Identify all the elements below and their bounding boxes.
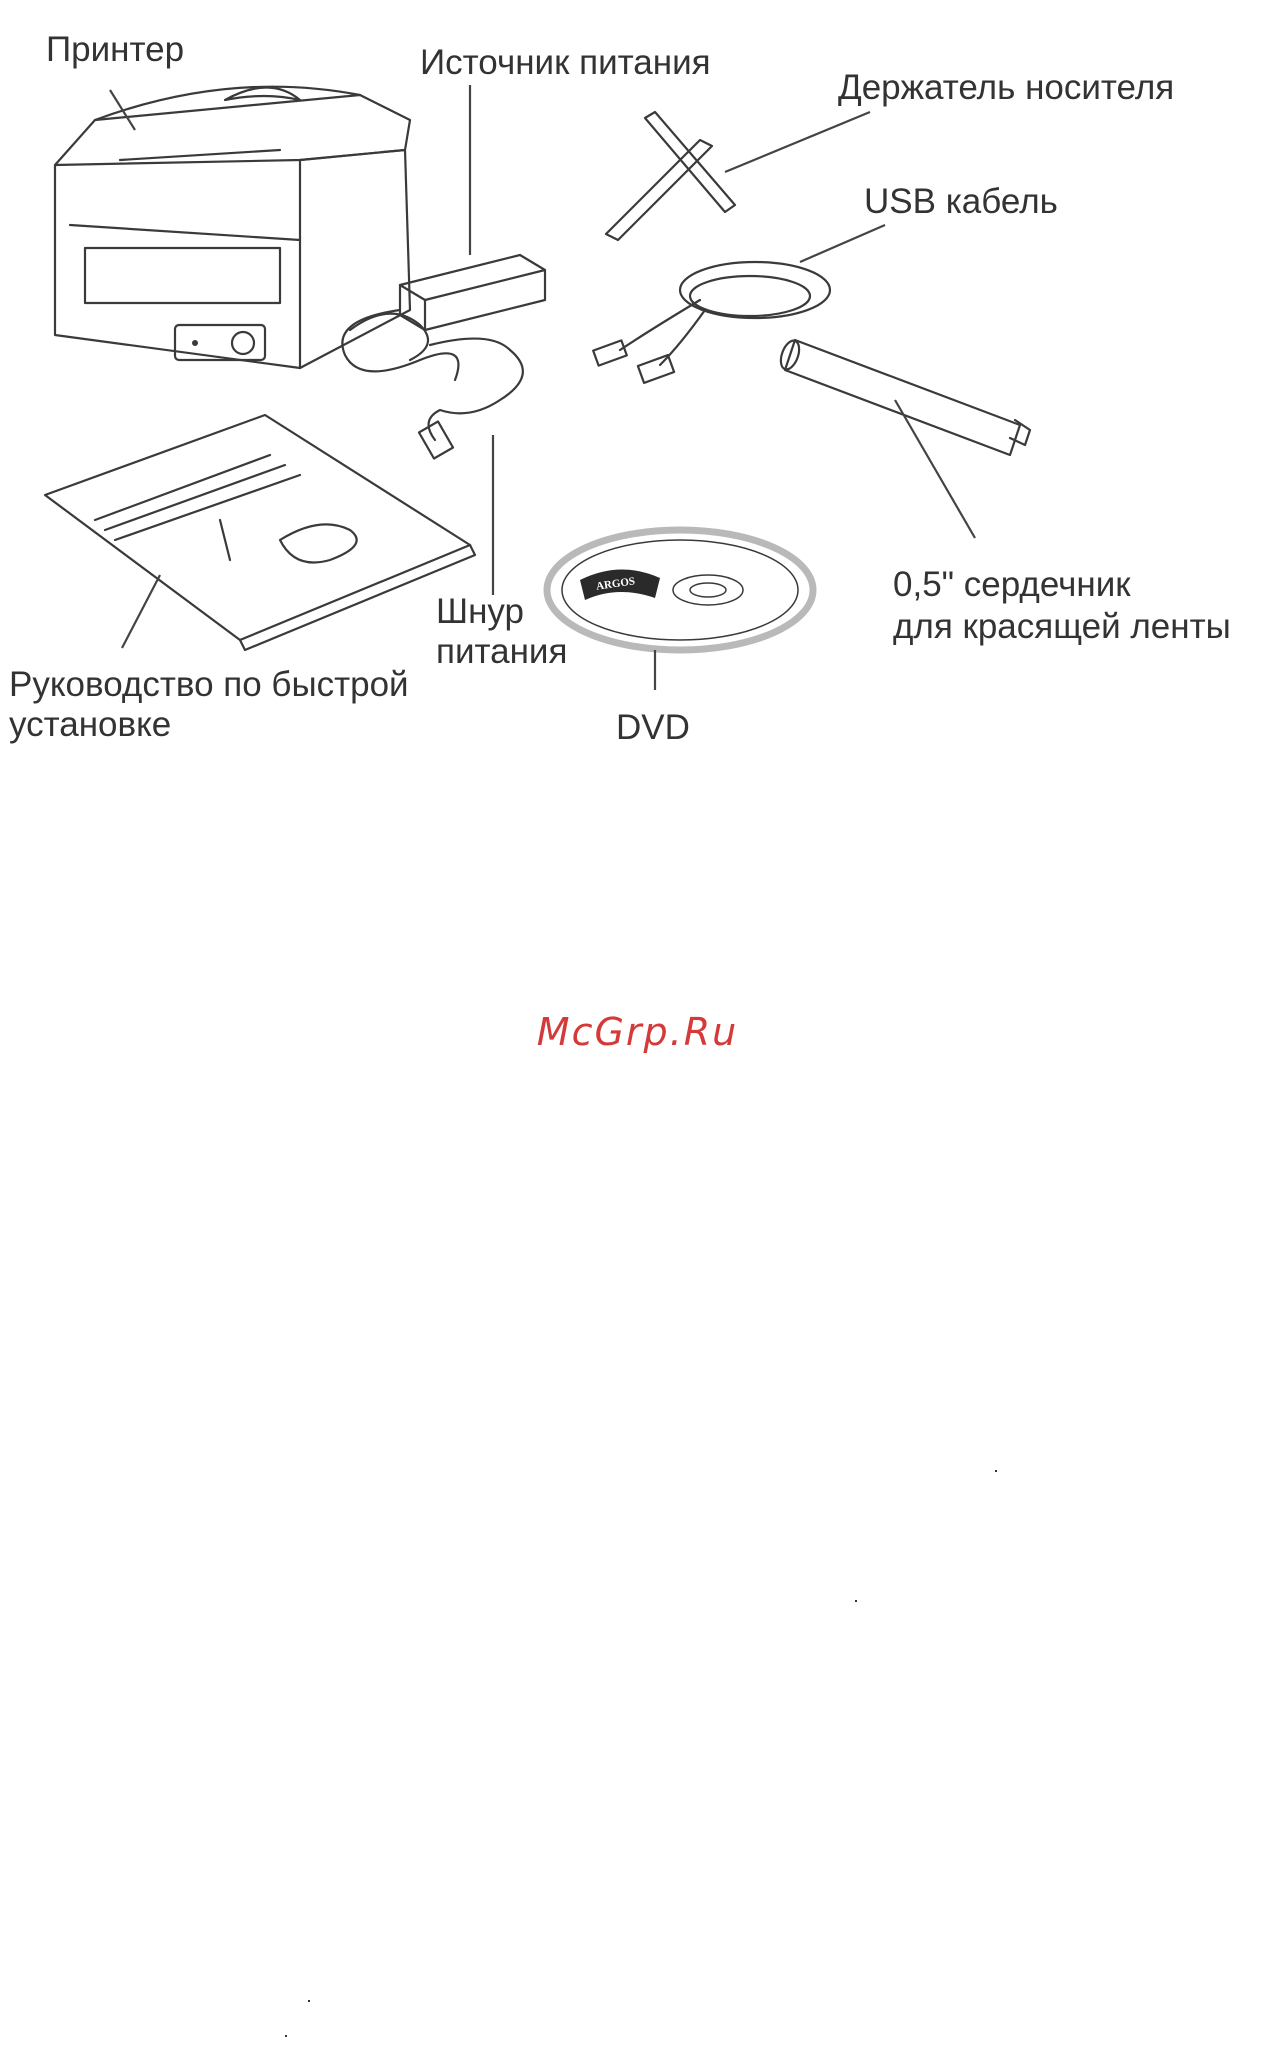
package-contents-illustration xyxy=(0,0,1275,780)
label-printer: Принтер xyxy=(46,30,184,70)
ribbon-core-illustration xyxy=(777,338,1030,455)
media-holder-illustration xyxy=(606,112,735,240)
dvd-illustration xyxy=(547,530,813,650)
scan-speck xyxy=(855,1600,857,1602)
label-quick-guide-1: Руководство по быстрой xyxy=(9,665,409,705)
label-ribbon-core-2: для красящей ленты xyxy=(893,607,1231,647)
package-contents-figure: Принтер Источник питания Держатель носит… xyxy=(0,0,1275,780)
scan-speck xyxy=(308,2000,310,2002)
scan-speck xyxy=(285,2035,287,2037)
label-power-supply: Источник питания xyxy=(420,43,711,83)
label-dvd: DVD xyxy=(616,708,690,748)
callout-leaders xyxy=(110,85,975,690)
watermark-text: McGrp.Ru xyxy=(0,1010,1275,1054)
label-quick-guide-2: установке xyxy=(9,705,171,745)
power-supply-illustration xyxy=(342,255,545,458)
label-power-cord-1: Шнур xyxy=(436,592,524,632)
label-media-holder: Держатель носителя xyxy=(838,68,1174,108)
quick-guide-illustration xyxy=(45,415,475,650)
scan-speck xyxy=(995,1470,997,1472)
label-usb-cable: USB кабель xyxy=(864,182,1058,222)
label-ribbon-core-1: 0,5" сердечник xyxy=(893,565,1131,605)
label-power-cord-2: питания xyxy=(436,632,567,672)
